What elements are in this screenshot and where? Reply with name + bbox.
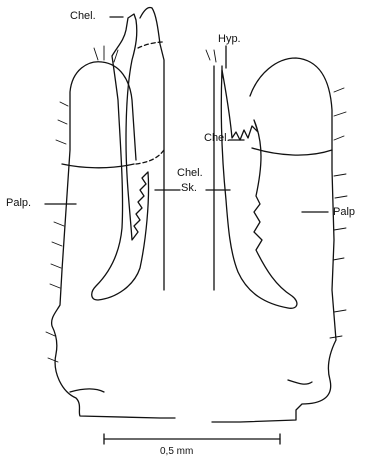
left-chelicera-outline	[92, 14, 149, 300]
label-chel-sk-1: Chel.	[177, 167, 203, 179]
left-palp-notch	[70, 389, 104, 392]
right-palp-bristles	[206, 50, 347, 338]
right-chelicera-outline	[221, 70, 297, 308]
label-hyp: Hyp.	[218, 33, 241, 45]
label-chel-sk-2: Sk.	[181, 182, 197, 194]
left-palp-suture	[62, 164, 134, 168]
label-palp-right: Palp	[333, 206, 355, 218]
label-chel-top: Chel.	[70, 10, 96, 22]
left-palp-outline	[52, 62, 175, 418]
right-palp-notch	[288, 380, 312, 384]
scale-bar	[104, 434, 280, 444]
left-palp-suture-dash	[136, 150, 164, 164]
right-palp-suture	[252, 148, 332, 155]
scale-bar-label: 0,5 mm	[160, 446, 193, 458]
label-palp-left: Palp.	[6, 197, 31, 209]
label-chel-right: Chel.	[204, 132, 230, 144]
